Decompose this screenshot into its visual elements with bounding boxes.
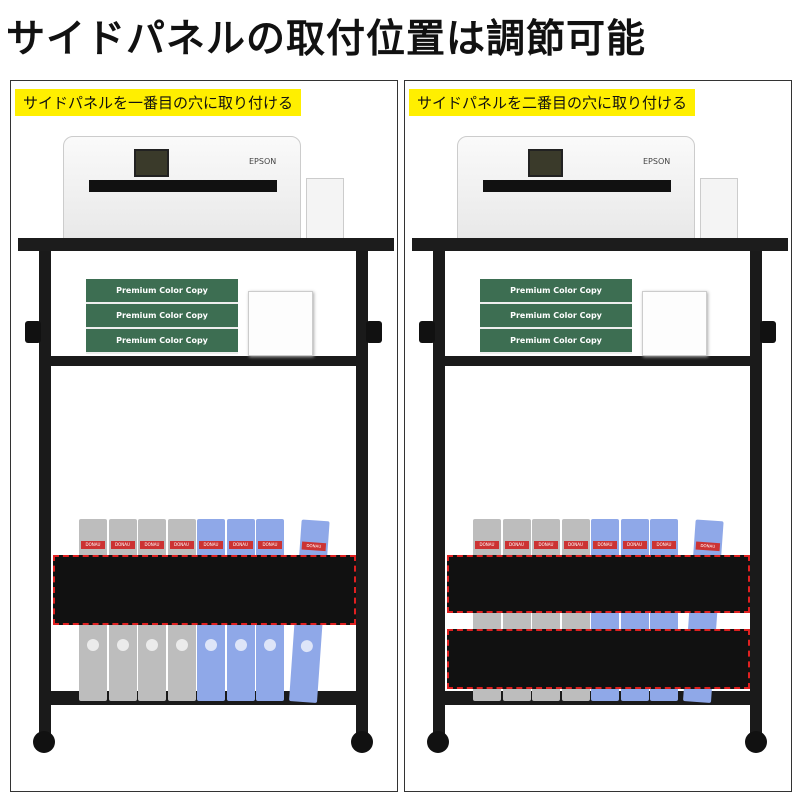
- caster-wheel: [351, 731, 373, 753]
- height-adjuster-knob: [419, 321, 435, 343]
- middle-shelf: [51, 356, 356, 366]
- binder-label: DONAU: [695, 541, 720, 552]
- panel-first-hole: サイドパネルを一番目の穴に取り付ける EPSON Premium Color Co…: [10, 80, 398, 792]
- photo-paper-pack: [642, 291, 707, 356]
- leg: [356, 251, 368, 741]
- printer: EPSON: [63, 136, 301, 241]
- ink-tank: [700, 178, 738, 241]
- leg: [750, 251, 762, 741]
- side-panel-lower: [447, 629, 750, 689]
- leg: [39, 251, 51, 741]
- binder-label: DONAU: [622, 541, 647, 549]
- binder-label: DONAU: [169, 541, 194, 549]
- binder-label: DONAU: [652, 541, 676, 549]
- binder-label: DONAU: [534, 541, 558, 549]
- binder-label: DONAU: [199, 541, 223, 549]
- height-adjuster-knob: [760, 321, 776, 343]
- printer-slot: [483, 180, 671, 192]
- printer-slot: [89, 180, 277, 192]
- side-panel: [53, 555, 356, 625]
- binder-finger-hole: [175, 639, 188, 651]
- paper-ream: Premium Color Copy: [480, 329, 632, 354]
- paper-ream: Premium Color Copy: [480, 279, 632, 304]
- caster-wheel: [745, 731, 767, 753]
- middle-shelf: [445, 356, 750, 366]
- top-board: [412, 238, 788, 251]
- height-adjuster-knob: [366, 321, 382, 343]
- paper-ream: Premium Color Copy: [480, 304, 632, 329]
- side-panel-upper: [447, 555, 750, 613]
- printer-screen: [134, 149, 169, 177]
- page-title: サイドパネルの取付位置は調節可能: [6, 17, 647, 62]
- paper-ream: Premium Color Copy: [86, 304, 238, 329]
- binder-finger-hole: [299, 639, 313, 653]
- photo-paper-pack: [248, 291, 313, 356]
- panel-caption: サイドパネルを一番目の穴に取り付ける: [15, 89, 302, 116]
- binder-label: DONAU: [563, 541, 588, 549]
- printer-brand: EPSON: [643, 157, 671, 166]
- binder-label: DONAU: [504, 541, 529, 549]
- printer-screen: [528, 149, 563, 177]
- caster-wheel: [33, 731, 55, 753]
- binder-label: DONAU: [81, 541, 105, 549]
- binder-finger-hole: [146, 639, 158, 651]
- panel-caption: サイドパネルを二番目の穴に取り付ける: [409, 89, 696, 116]
- binder-finger-hole: [234, 639, 247, 651]
- binder-finger-hole: [205, 639, 217, 651]
- printer-brand: EPSON: [249, 157, 277, 166]
- caster-wheel: [427, 731, 449, 753]
- leg: [433, 251, 445, 741]
- binder-label: DONAU: [258, 541, 282, 549]
- ink-tank: [306, 178, 344, 241]
- paper-ream: Premium Color Copy: [86, 279, 238, 304]
- binder-finger-hole: [87, 639, 99, 651]
- top-board: [18, 238, 394, 251]
- panel-second-hole: サイドパネルを二番目の穴に取り付ける EPSON Premium Color Co…: [404, 80, 792, 792]
- binder-label: DONAU: [593, 541, 617, 549]
- binder-finger-hole: [116, 639, 129, 651]
- binder-label: DONAU: [228, 541, 253, 549]
- binder-label: DONAU: [140, 541, 164, 549]
- paper-ream: Premium Color Copy: [86, 329, 238, 354]
- binder-label: DONAU: [301, 541, 326, 552]
- printer: EPSON: [457, 136, 695, 241]
- binder-finger-hole: [264, 639, 276, 651]
- binder-label: DONAU: [475, 541, 499, 549]
- binder-label: DONAU: [110, 541, 135, 549]
- height-adjuster-knob: [25, 321, 41, 343]
